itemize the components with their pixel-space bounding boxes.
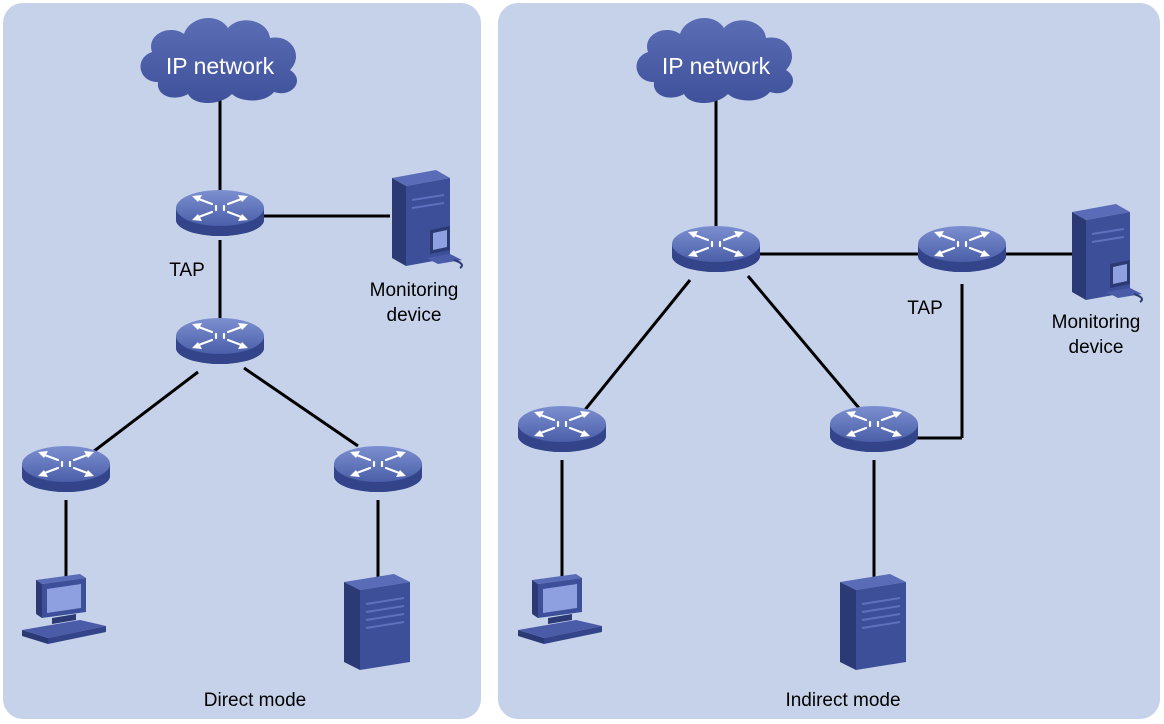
direct-links [64, 90, 390, 580]
access-switch-left-icon[interactable] [20, 444, 112, 494]
server-icon[interactable] [343, 573, 411, 671]
tap-switch-icon[interactable] [916, 224, 1008, 274]
cloud-label: IP network [166, 53, 275, 79]
monitoring-label-line1: Monitoring [370, 280, 459, 301]
indirect-links [560, 90, 1074, 580]
tap-switch-icon[interactable] [174, 188, 266, 238]
monitoring-label-line2: device [1069, 337, 1124, 358]
access-switch-right-icon[interactable] [332, 444, 424, 494]
tap-label: TAP [907, 298, 943, 319]
core-switch-icon[interactable] [670, 224, 762, 274]
direct-mode-label: Direct mode [204, 690, 306, 711]
indirect-mode-label: Indirect mode [785, 690, 900, 711]
access-switch-right-icon[interactable] [828, 404, 920, 454]
cloud-label: IP network [662, 53, 771, 79]
monitoring-label-line1: Monitoring [1052, 312, 1141, 333]
access-switch-left-icon[interactable] [516, 404, 608, 454]
monitoring-label-line2: device [387, 305, 442, 326]
server-icon[interactable] [839, 573, 907, 671]
indirect-mode-panel [498, 3, 1160, 719]
core-switch-icon[interactable] [174, 316, 266, 366]
tap-label: TAP [169, 260, 205, 281]
